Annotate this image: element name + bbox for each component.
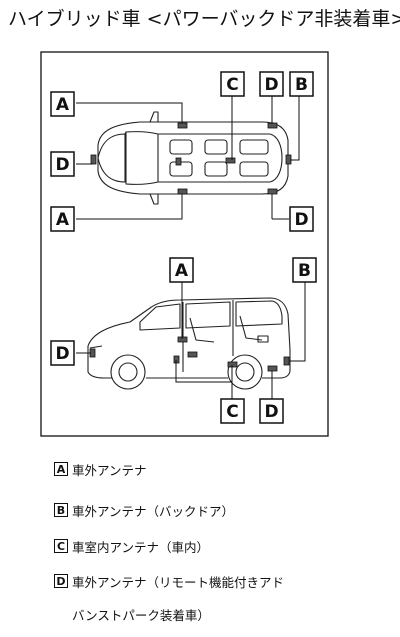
label-d-top: D [264,75,278,95]
top-view-antennas [90,122,292,195]
label-c-side: C [226,402,238,422]
leader-lines [76,96,306,399]
label-boxes [50,71,317,424]
label-box-d-top [259,71,284,97]
diagram-frame [40,51,329,437]
legend-key-b: B [54,503,68,517]
label-d-side-right: D [264,402,278,422]
label-d-left: D [55,155,69,175]
label-d-side-left: D [55,344,69,364]
label-a-top: A [56,95,70,115]
label-b-top: B [295,75,308,95]
label-box-c-top [220,71,245,97]
legend-text-a: 車外アンテナ [72,462,147,478]
label-b-side: B [298,261,311,281]
label-box-a-bottom [50,206,75,232]
label-d-rightbottom: D [294,210,308,230]
legend-text-c: 車室内アンテナ（車内） [72,539,210,555]
label-box-d-rightbottom [289,206,314,232]
legend-key-d: D [54,574,68,588]
legend-item-d: D 車外アンテナ（リモート機能付きアド [54,572,284,590]
label-box-b-top [289,71,314,97]
label-box-c-side [220,398,245,424]
legend-key-a: A [54,462,68,476]
legend-text-d: 車外アンテナ（リモート機能付きアド [72,574,285,590]
label-box-d-side-right [259,398,284,424]
page-title: ハイブリッド車 <パワーバックドア非装着車> [8,8,400,30]
label-box-a-top [50,91,75,117]
legend-item-b: B 車外アンテナ（バックドア） [54,501,234,519]
label-c-top: C [226,75,238,95]
label-box-d-left [50,151,75,177]
side-view-antennas [89,336,290,372]
label-a-bottom: A [56,210,70,230]
antenna-location-diagram: A D A C D B D A B D C D [40,51,329,437]
car-side-view [87,297,291,390]
legend-item-a: A 車外アンテナ [54,460,147,478]
car-top-view [97,111,289,205]
legend-key-c: C [54,539,68,553]
legend-text-d-continued: バンストパーク装着車） [72,608,210,623]
label-letters: A D A C D B D A B D C D [55,75,311,422]
label-a-side: A [175,261,189,281]
label-box-b-side [292,257,317,283]
label-box-a-side [169,257,194,283]
legend-text-b: 車外アンテナ（バックドア） [72,503,235,519]
legend-item-c: C 車室内アンテナ（車内） [54,537,209,555]
label-box-d-side-left [50,340,75,366]
